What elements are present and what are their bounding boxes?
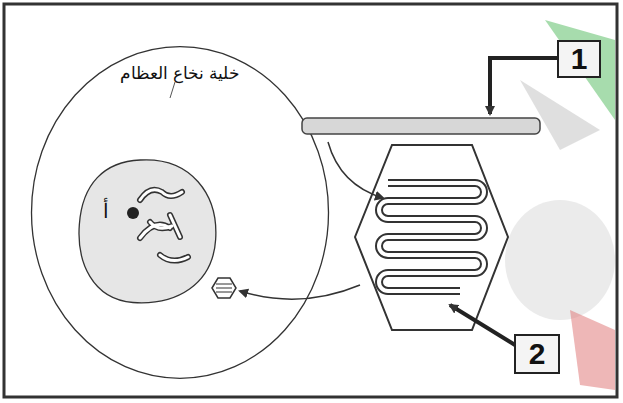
small-virus bbox=[212, 278, 236, 298]
watermark-green bbox=[545, 20, 615, 120]
chromosomes bbox=[140, 190, 188, 261]
watermark-circle bbox=[505, 200, 615, 320]
watermark-red bbox=[570, 310, 615, 390]
virus-capsid bbox=[355, 145, 508, 330]
leader-line bbox=[490, 58, 557, 114]
leader-line bbox=[170, 82, 175, 98]
bone-marrow-cell: خلية نخاع العظام أ bbox=[30, 45, 330, 380]
callout-number: 1 bbox=[557, 40, 601, 78]
leader-line bbox=[450, 305, 515, 345]
watermark-gray bbox=[520, 80, 600, 150]
frame-border bbox=[4, 4, 617, 397]
node-text: خلية نخاع العظام bbox=[30, 63, 330, 83]
node-text: أ bbox=[103, 199, 109, 223]
flow-arrow bbox=[240, 285, 360, 299]
cell-nucleus: أ bbox=[75, 157, 220, 307]
callout-number: 2 bbox=[514, 334, 560, 374]
folded-dna bbox=[379, 183, 484, 291]
gene-rod bbox=[302, 118, 540, 134]
nucleolus-dot bbox=[127, 207, 139, 219]
flow-arrow bbox=[328, 142, 383, 198]
nucleus-outline bbox=[75, 157, 220, 307]
small-virus-dna bbox=[216, 284, 232, 292]
